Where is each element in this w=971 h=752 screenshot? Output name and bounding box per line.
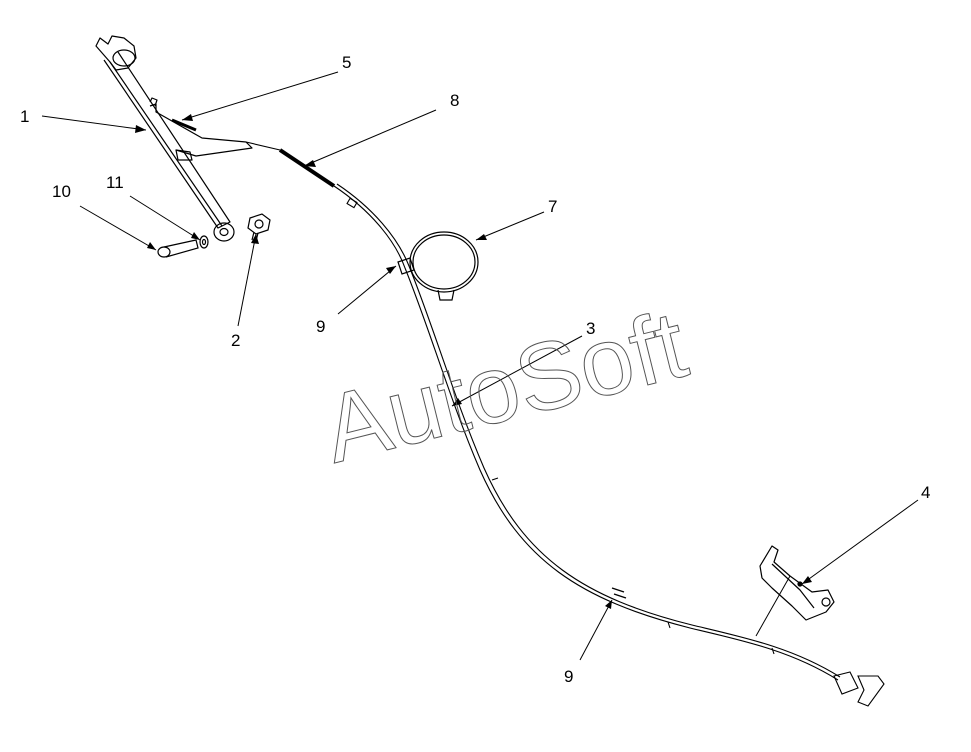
callout-3: 3 [586,319,596,338]
leader-7 [475,211,545,241]
leader-5 [181,71,339,121]
pivot-bolt [157,239,199,258]
leader-11 [129,195,201,241]
washer [199,235,209,249]
cable-clamp-ring [397,231,479,301]
callout-7: 7 [548,197,558,216]
leader-2 [237,233,257,327]
brake-lever [95,35,253,242]
brake-cable [245,141,885,707]
callout-1: 1 [20,107,30,126]
callout-8: 8 [450,91,460,110]
callout-11: 11 [106,173,124,192]
cable-clip-lower [611,587,627,599]
leader-3 [451,335,583,407]
cable-bracket [759,545,835,621]
callout-10: 10 [52,182,71,201]
callout-5: 5 [342,53,352,72]
leader-10 [79,205,157,251]
callout-2: 2 [231,331,241,350]
leader-8 [303,109,437,167]
arrowheads [135,114,812,609]
leader-9-lower [579,599,613,661]
callout-9-upper: 9 [316,317,326,336]
callout-9-lower: 9 [564,667,574,686]
leader-1 [41,115,147,131]
leader-9-upper [337,265,397,315]
return-spring [171,118,197,132]
adjusting-nut [247,213,271,242]
leader-4a [801,499,919,585]
leader-lines [41,71,919,661]
leader-4b [755,575,791,637]
callout-4: 4 [921,483,931,502]
